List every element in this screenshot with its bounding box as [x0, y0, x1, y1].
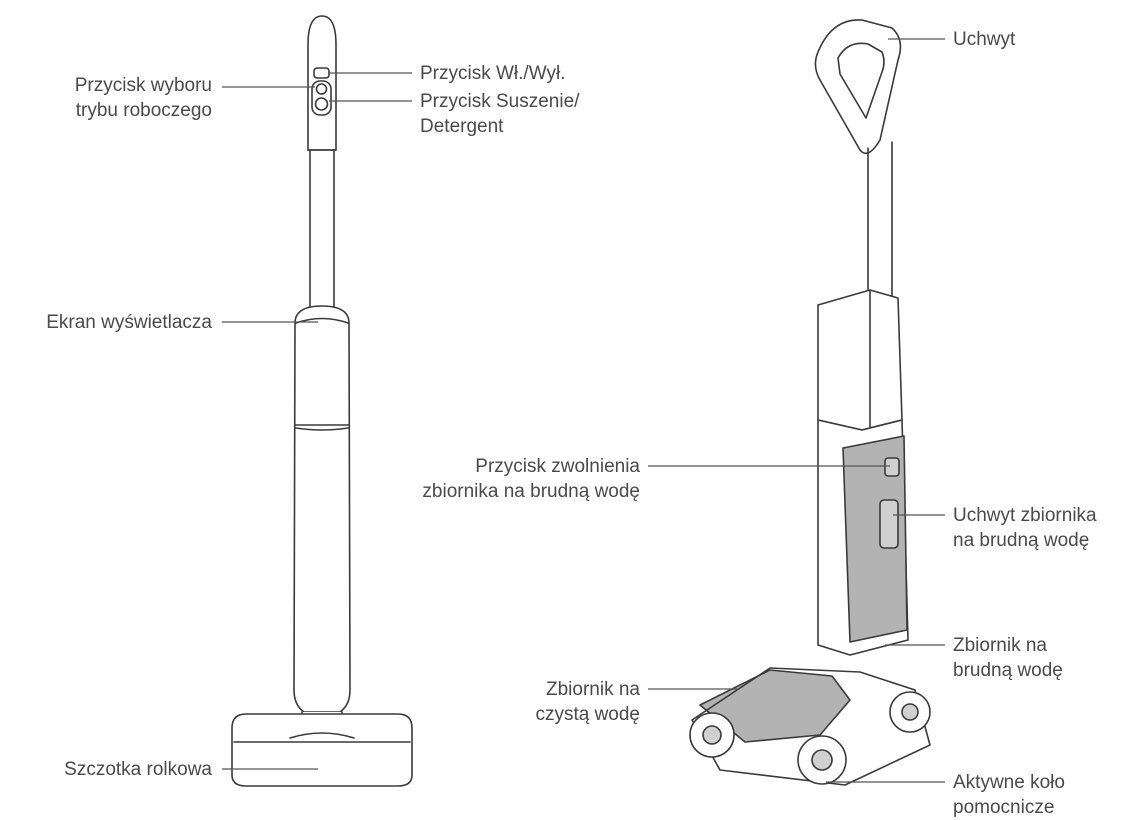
label-clean-tank: Zbiornik na czystą wodę — [535, 679, 640, 725]
mode-button-shape — [315, 83, 328, 95]
right-rear-wheel-hub — [901, 703, 919, 721]
tank-handle-shape — [879, 499, 899, 549]
right-tube — [867, 141, 893, 306]
power-button-shape — [313, 67, 330, 79]
release-button-shape — [884, 457, 900, 477]
label-dirty-tank-handle: Uchwyt zbiornika na brudną wodę — [953, 505, 1097, 551]
dirty-tank-shape — [842, 435, 908, 643]
label-dirty-tank: Zbiornik na brudną wodę — [953, 635, 1063, 681]
dry-button-shape — [314, 97, 329, 111]
label-mode-button: Przycisk wyboru trybu roboczego — [74, 75, 212, 121]
label-roller-brush: Szczotka rolkowa — [64, 759, 212, 780]
label-active-wheel: Aktywne koło pomocnicze — [953, 772, 1065, 818]
label-display: Ekran wyświetlacza — [46, 312, 212, 333]
right-vacuum-illustration — [689, 19, 931, 786]
active-wheel-hub — [811, 749, 833, 771]
right-upper-body — [817, 289, 903, 431]
left-rear-wheel-hub — [702, 725, 722, 745]
left-vacuum-illustration — [231, 15, 413, 787]
body-seam-lower — [295, 427, 349, 431]
right-handle-opening — [837, 42, 885, 119]
brush-socket — [289, 732, 355, 739]
label-dry-detergent-button: Przycisk Suszenie/ Detergent — [420, 91, 580, 137]
label-handle: Uchwyt — [953, 29, 1016, 50]
roller-brush-shape — [231, 713, 413, 787]
leader-lines — [222, 38, 945, 783]
label-release-button: Przycisk zwolnienia zbiornika na brudną … — [422, 456, 640, 502]
clean-tank-shape — [699, 669, 851, 743]
left-main-body — [293, 305, 351, 713]
left-tube — [309, 149, 335, 309]
label-power-button: Przycisk Wł./Wył. — [420, 63, 566, 84]
